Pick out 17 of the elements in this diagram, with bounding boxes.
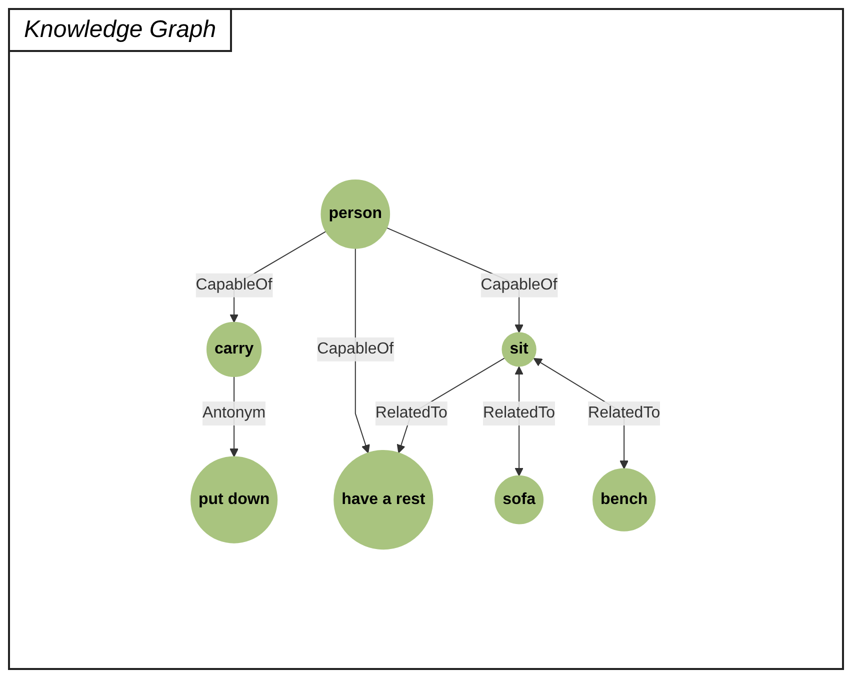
node-circle: [190, 456, 278, 544]
node-circle: [592, 468, 656, 532]
arrow: [355, 248, 370, 454]
node-circle: [321, 180, 390, 250]
edge-label: CapableOf: [318, 340, 394, 358]
diagram-frame: Knowledge Graph CapableOf Antonym CapableOf CapableOf RelatedTo RelatedTo RelatedTo person carry put down have a rest sit sofa bench: [8, 8, 844, 670]
edge-label: CapableOf: [196, 276, 273, 294]
edge-label: RelatedTo: [376, 404, 448, 422]
node-circle: [206, 322, 262, 378]
title: Knowledge Graph: [10, 10, 232, 52]
node-circle: [502, 332, 537, 368]
edge-label: Antonym: [202, 404, 266, 422]
edge-label: CapableOf: [481, 276, 558, 294]
node-circle: [495, 476, 544, 525]
node-circle: [334, 450, 434, 550]
edge-label: RelatedTo: [588, 404, 661, 422]
edge-label: RelatedTo: [483, 404, 556, 422]
